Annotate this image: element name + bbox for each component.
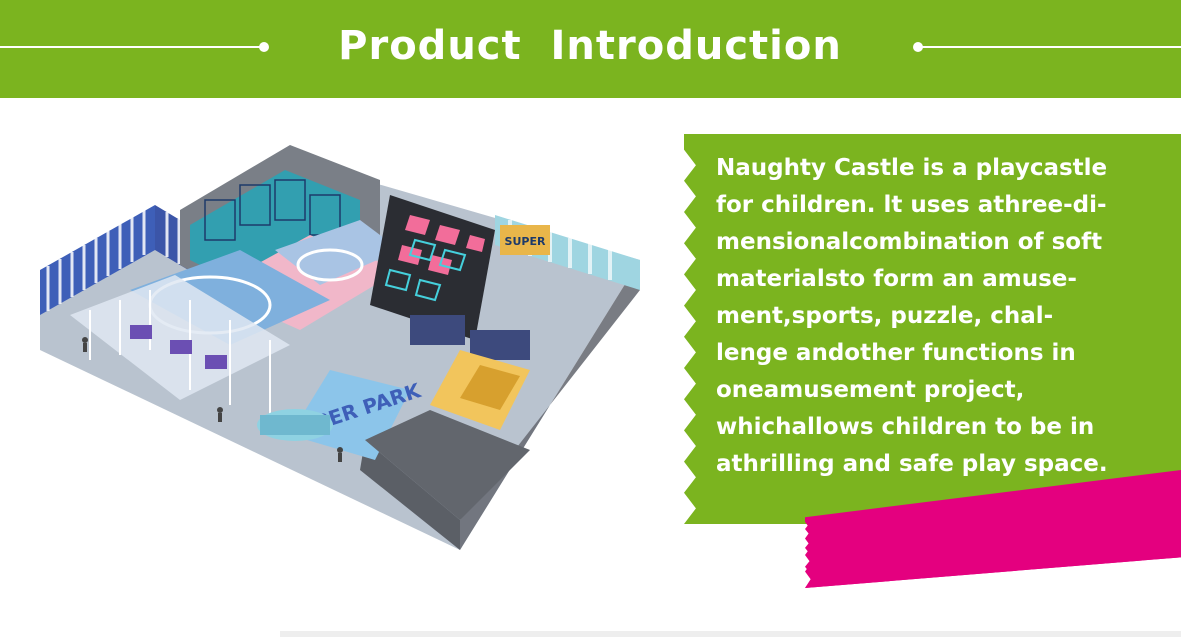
description-panel — [684, 134, 1181, 524]
header-banner: Product Introduction — [0, 0, 1181, 98]
description-line: materialsto form an amuse- — [716, 266, 1077, 292]
super-sign: SUPER — [505, 235, 546, 248]
description-line: mensionalcombination of soft — [716, 229, 1103, 255]
banner-dot-left — [259, 42, 269, 52]
description-line: lenge andother functions in — [716, 340, 1076, 366]
playground-illustration: SUPER SUPER PARK — [40, 145, 640, 550]
description-line: Naughty Castle is a playcastle — [716, 155, 1108, 181]
description-line: athrilling and safe play space. — [716, 451, 1108, 477]
banner-divider-left — [0, 46, 262, 48]
description-line: whichallows children to be in — [716, 414, 1095, 440]
description-line: oneamusement project, — [716, 377, 1025, 403]
bottom-divider — [280, 631, 1181, 637]
description-line: for children. lt uses athree-di- — [716, 192, 1107, 218]
banner-divider-right — [918, 46, 1181, 48]
page-title: Product Introduction — [338, 23, 842, 69]
description-line: ment,sports, puzzle, chal- — [716, 303, 1054, 329]
product-description: Naughty Castle is a playcastle for child… — [716, 150, 1176, 483]
